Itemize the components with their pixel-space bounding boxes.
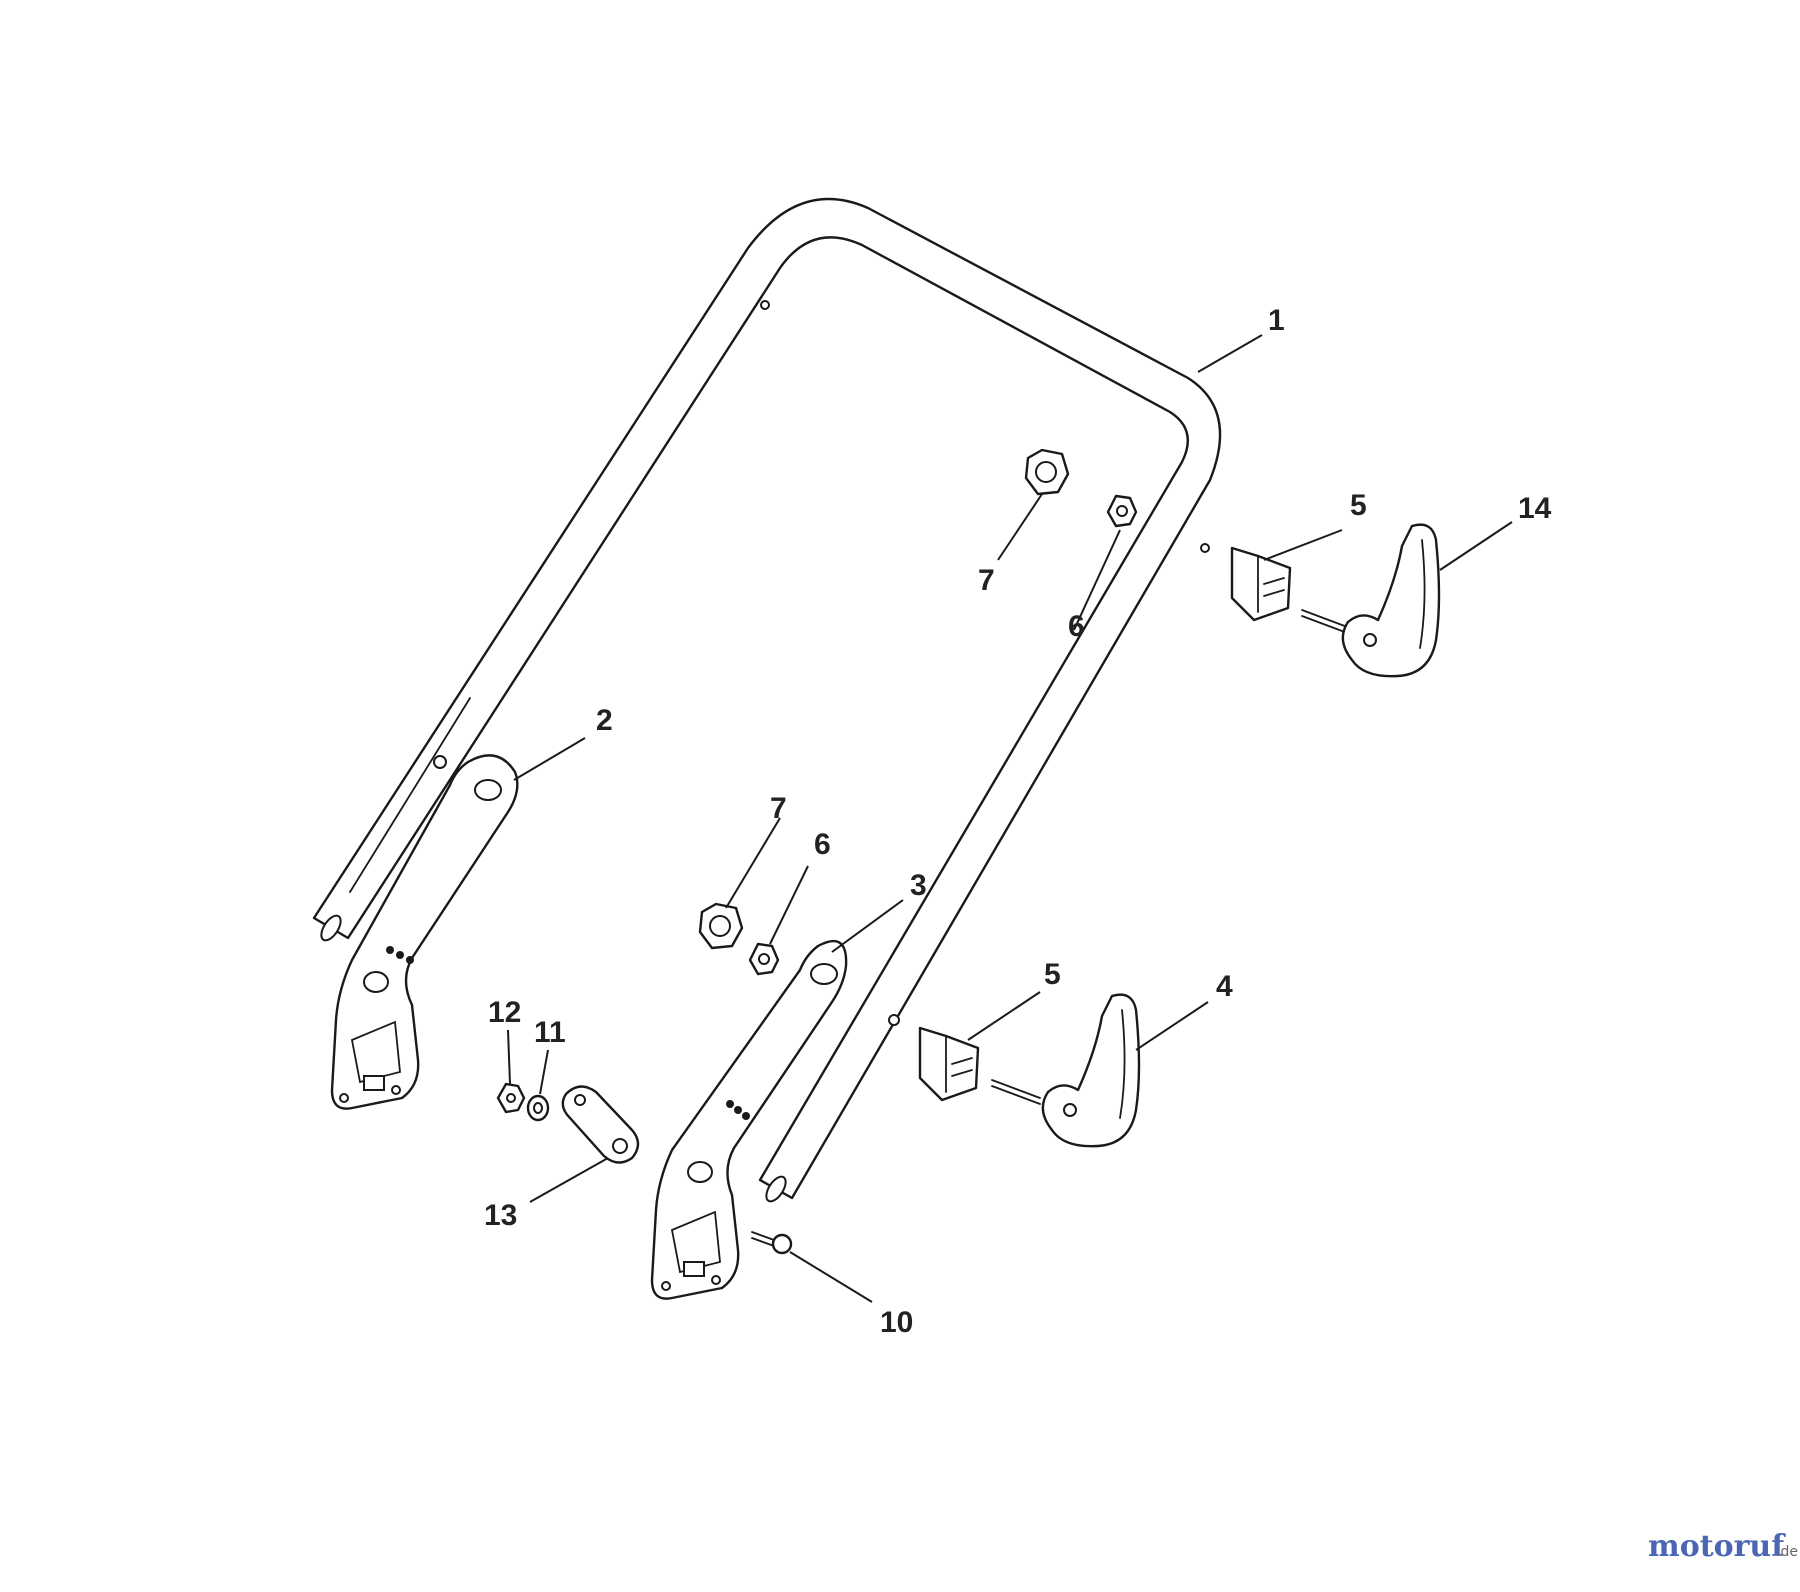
callout-3: 3: [910, 869, 927, 902]
callout-13: 13: [484, 1199, 517, 1232]
screw-part[interactable]: [751, 1231, 793, 1255]
callout-12: 12: [488, 996, 521, 1029]
callout-11: 11: [534, 1016, 566, 1049]
callout-14: 14: [1518, 492, 1552, 525]
washer-part[interactable]: [526, 1094, 550, 1122]
callout-7-lower: 7: [770, 792, 787, 825]
clamp-block-lower-part[interactable]: [918, 1026, 980, 1102]
callout-5-lower: 5: [1044, 958, 1061, 991]
callout-4: 4: [1216, 970, 1233, 1003]
callout-2: 2: [596, 704, 613, 737]
lever-knob-upper-part[interactable]: [1301, 523, 1441, 678]
serrated-nut-upper-part[interactable]: [1024, 448, 1070, 496]
callout-7-upper: 7: [978, 564, 995, 597]
callout-1: 1: [1268, 304, 1285, 337]
small-nut-part[interactable]: [496, 1082, 526, 1114]
nut-upper-part[interactable]: [1106, 494, 1138, 528]
callout-6-upper: 6: [1068, 610, 1085, 643]
callout-10: 10: [880, 1306, 913, 1339]
watermark-name: motoruf: [1648, 1529, 1786, 1564]
watermark-logo: motoruf .de: [1648, 1529, 1798, 1564]
callout-labels: 1 2 3 4 5 5 6 6 7 7 10 11 12 13 14: [484, 304, 1552, 1339]
watermark-tld: .de: [1776, 1544, 1798, 1560]
leader-lines: [507, 334, 1513, 1303]
right-bracket-part[interactable]: [650, 940, 848, 1300]
handle-bar-part[interactable]: [312, 197, 1222, 1205]
lever-knob-lower-part[interactable]: [991, 993, 1141, 1148]
serrated-nut-lower-part[interactable]: [698, 902, 744, 950]
clamp-block-upper-part[interactable]: [1230, 546, 1292, 622]
callout-5-upper: 5: [1350, 489, 1367, 522]
lever-link-part[interactable]: [561, 1085, 640, 1164]
callout-6-lower: 6: [814, 828, 831, 861]
nut-lower-part[interactable]: [748, 942, 780, 976]
